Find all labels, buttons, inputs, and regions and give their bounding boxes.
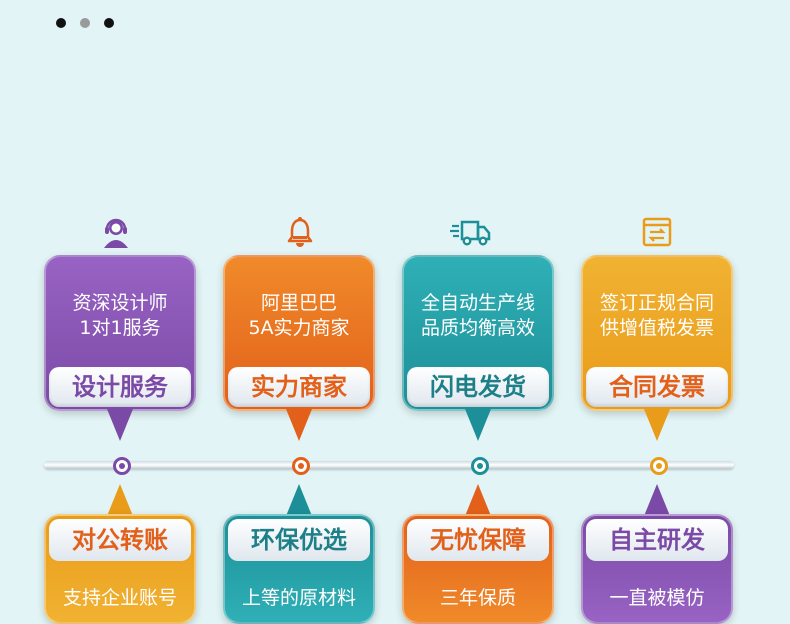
feature-card-corporate-transfer[interactable]: 对公转账 支持企业账号 — [44, 514, 196, 624]
feature-card-fast-delivery[interactable]: 全自动生产线品质均衡高效 闪电发货 — [402, 255, 554, 411]
card-pointer — [286, 484, 312, 516]
feature-card-eco-choice[interactable]: 环保优选 上等的原材料 — [223, 514, 375, 624]
card-title: 无忧保障 — [407, 519, 549, 561]
timeline-node-1 — [113, 457, 131, 475]
carousel-dot-3[interactable] — [104, 18, 114, 28]
support-agent-icon — [104, 218, 128, 248]
carousel-dot-1[interactable] — [56, 18, 66, 28]
timeline-bar — [44, 461, 734, 469]
card-description: 支持企业账号 — [62, 587, 177, 609]
feature-card-self-developed[interactable]: 自主研发 一直被模仿 — [581, 514, 733, 624]
card-pointer — [107, 409, 133, 441]
timeline-node-3 — [471, 457, 489, 475]
card-pointer — [465, 409, 491, 441]
card-pointer — [644, 409, 670, 441]
invoice-icon — [642, 217, 672, 247]
card-pointer — [286, 409, 312, 441]
card-title: 自主研发 — [586, 519, 728, 561]
card-title: 闪电发货 — [407, 367, 549, 407]
card-title: 合同发票 — [586, 367, 728, 407]
timeline-node-4 — [650, 457, 668, 475]
card-description: 上等的原材料 — [241, 587, 356, 609]
card-title: 对公转账 — [49, 519, 191, 561]
feature-card-worry-free[interactable]: 无忧保障 三年保质 — [402, 514, 554, 624]
delivery-truck-icon — [450, 220, 491, 246]
card-description: 全自动生产线品质均衡高效 — [420, 292, 535, 339]
carousel-dot-2[interactable] — [80, 18, 90, 28]
bell-icon — [287, 217, 313, 247]
feature-card-contract-invoice[interactable]: 签订正规合同供增值税发票 合同发票 — [581, 255, 733, 411]
card-description: 一直被模仿 — [609, 587, 705, 609]
card-title: 实力商家 — [228, 367, 370, 407]
card-title: 设计服务 — [49, 367, 191, 407]
timeline-node-2 — [292, 457, 310, 475]
card-pointer — [107, 484, 133, 516]
card-title: 环保优选 — [228, 519, 370, 561]
card-pointer — [465, 484, 491, 516]
card-description: 三年保质 — [439, 587, 516, 609]
carousel-dots — [56, 18, 114, 28]
card-pointer — [644, 484, 670, 516]
card-description: 签订正规合同供增值税发票 — [599, 292, 714, 339]
